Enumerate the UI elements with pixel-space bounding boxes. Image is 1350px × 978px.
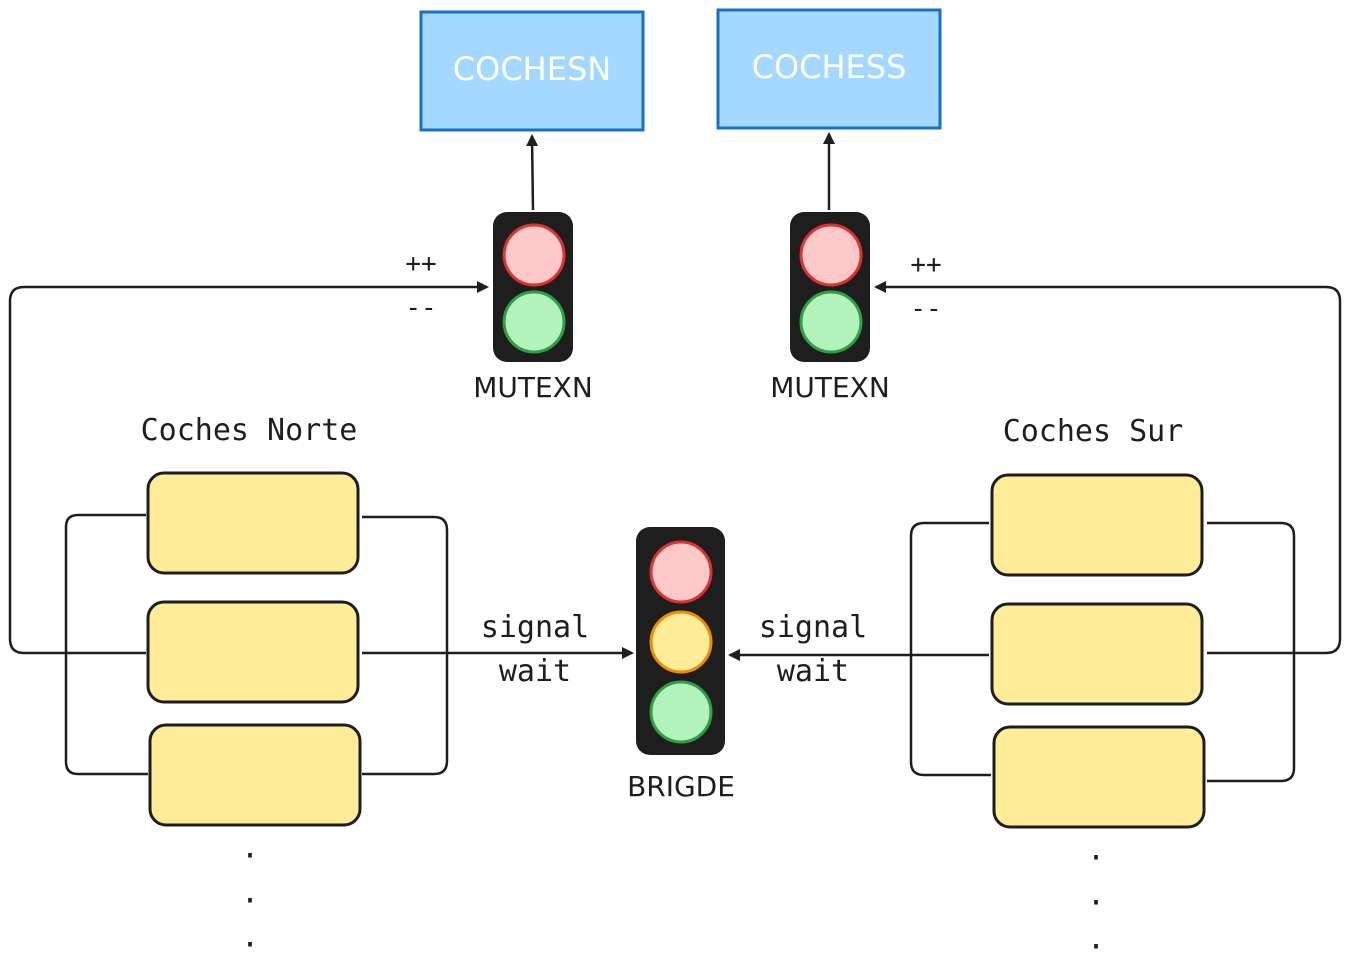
south-ellipsis: · · · xyxy=(1087,841,1105,965)
cochesn-counter-box: COCHESN xyxy=(419,10,645,132)
south-wait-label: wait xyxy=(777,654,849,689)
yellow-light-icon xyxy=(649,610,713,674)
north-car-box xyxy=(148,723,362,827)
north-to-mutex-arrow xyxy=(8,281,489,655)
green-light-icon xyxy=(799,290,863,354)
north-car-box xyxy=(146,600,360,704)
north-wait-label: wait xyxy=(499,654,571,689)
red-light-icon xyxy=(799,223,863,287)
south-increment-label: ++ xyxy=(910,250,941,280)
south-mutex-label: MUTEXN xyxy=(770,371,890,404)
north-decrement-label: -- xyxy=(405,293,436,323)
south-car-box xyxy=(990,473,1204,577)
north-car-box xyxy=(146,471,360,575)
mutexn-to-cochesn-arrow xyxy=(526,134,539,211)
bridge-traffic-light xyxy=(636,527,725,755)
ellipsis-dot: · xyxy=(1087,930,1105,965)
ellipsis-dot: · xyxy=(1087,841,1105,876)
north-mutex-label: MUTEXN xyxy=(473,371,593,404)
red-light-icon xyxy=(649,540,713,604)
south-to-mutex-arrow xyxy=(874,281,1342,655)
north-mutex-traffic-light xyxy=(493,212,573,362)
ellipsis-dot: · xyxy=(241,928,259,963)
ellipsis-dot: · xyxy=(241,839,259,874)
north-increment-label: ++ xyxy=(405,249,436,279)
green-light-icon xyxy=(649,680,713,744)
north-group-connectors xyxy=(64,513,634,776)
south-mutex-traffic-light xyxy=(790,212,870,362)
south-signal-label: signal xyxy=(759,610,867,645)
south-car-box xyxy=(992,725,1206,829)
ellipsis-dot: · xyxy=(241,884,259,919)
north-signal-label: signal xyxy=(481,610,589,645)
north-group-title: Coches Norte xyxy=(141,413,358,448)
cochesn-label: COCHESN xyxy=(453,50,611,88)
south-group-connectors xyxy=(728,521,1296,783)
green-light-icon xyxy=(502,290,566,354)
ellipsis-dot: · xyxy=(1087,886,1105,921)
south-car-box xyxy=(990,602,1204,706)
cochess-label: COCHESS xyxy=(752,48,907,86)
bridge-label: BRIGDE xyxy=(627,770,735,803)
north-ellipsis: · · · xyxy=(241,839,259,963)
south-group-title: Coches Sur xyxy=(1003,414,1184,449)
cochess-counter-box: COCHESS xyxy=(716,8,942,130)
red-light-icon xyxy=(502,223,566,287)
south-decrement-label: -- xyxy=(910,294,941,324)
